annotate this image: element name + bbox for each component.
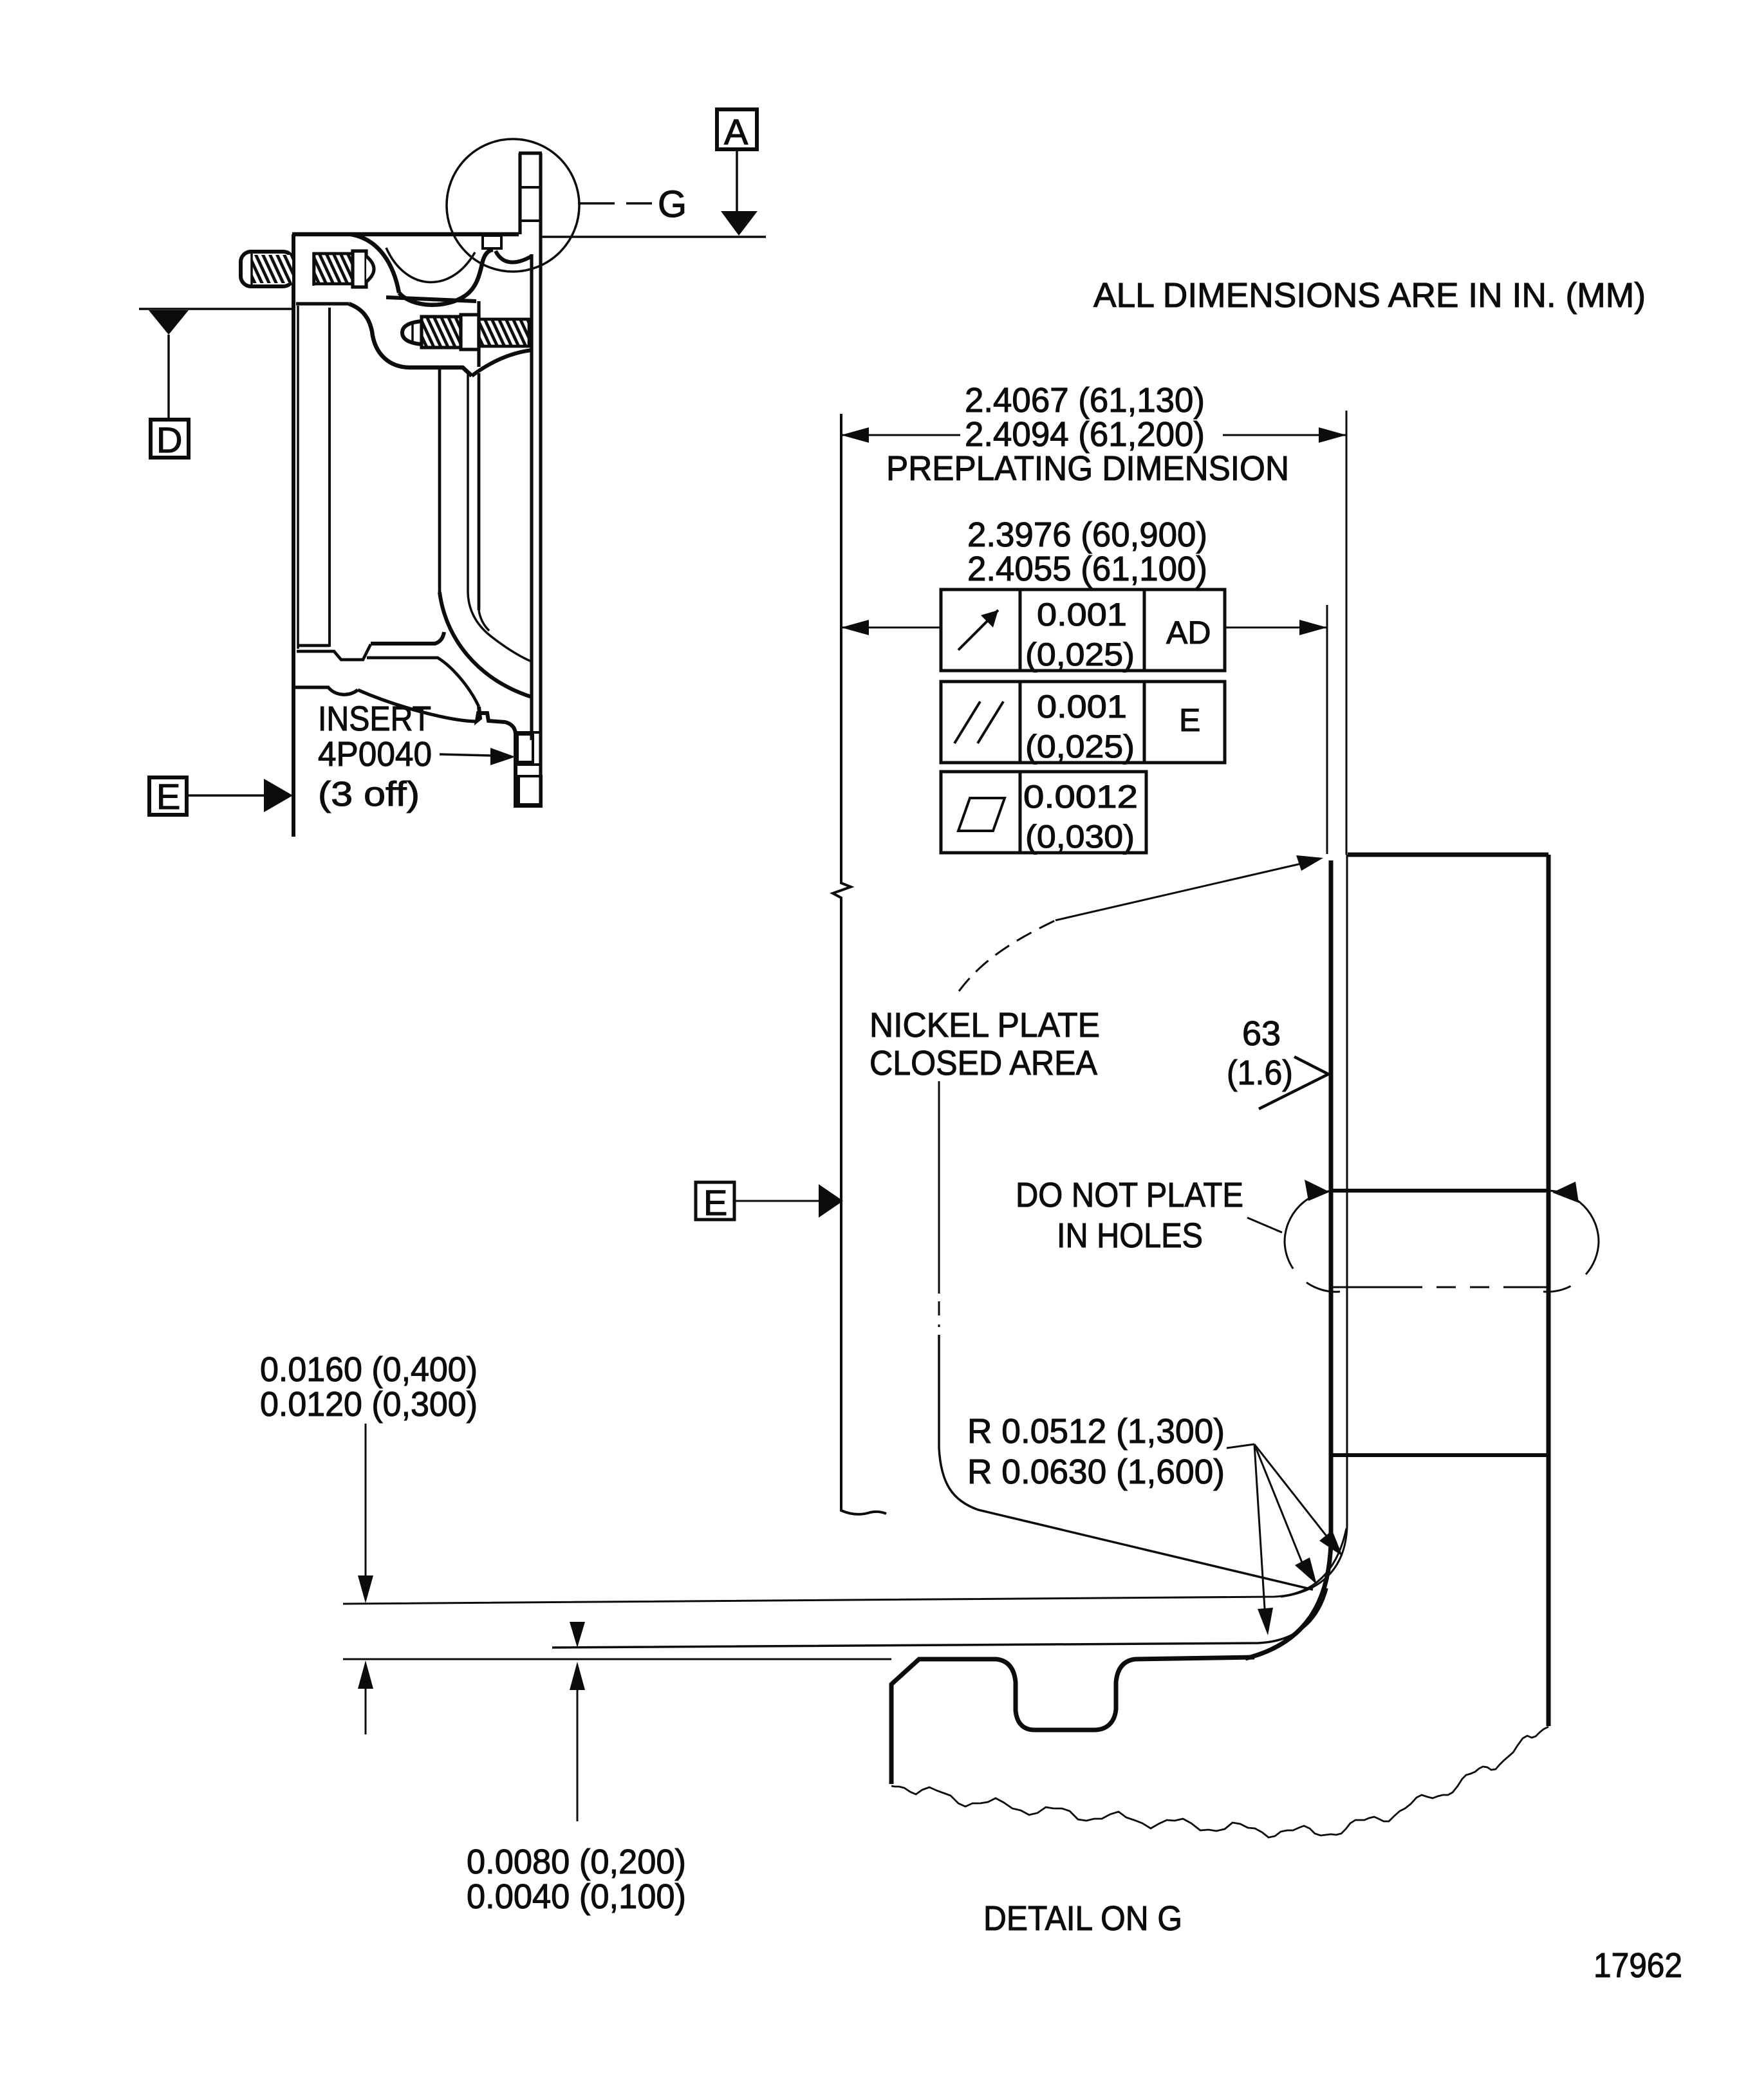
svg-text:2.3976 (60,900): 2.3976 (60,900) xyxy=(967,516,1207,554)
svg-text:2.4067 (61,130): 2.4067 (61,130) xyxy=(965,381,1205,420)
svg-text:A: A xyxy=(724,111,748,152)
svg-text:IN HOLES: IN HOLES xyxy=(1057,1216,1203,1255)
svg-text:INSERT: INSERT xyxy=(318,700,431,738)
svg-text:2.4055 (61,100): 2.4055 (61,100) xyxy=(967,550,1207,588)
svg-text:D: D xyxy=(156,420,182,460)
svg-text:G: G xyxy=(658,183,687,225)
svg-text:E: E xyxy=(1179,702,1200,738)
svg-text:DETAIL ON G: DETAIL ON G xyxy=(983,1899,1182,1938)
svg-text:E: E xyxy=(703,1182,727,1223)
svg-text:4P0040: 4P0040 xyxy=(318,735,432,774)
svg-text:R 0.0630 (1,600): R 0.0630 (1,600) xyxy=(967,1453,1225,1491)
svg-text:(1.6): (1.6) xyxy=(1227,1054,1293,1092)
svg-text:CLOSED AREA: CLOSED AREA xyxy=(869,1044,1097,1083)
svg-text:PREPLATING DIMENSION: PREPLATING DIMENSION xyxy=(886,449,1289,488)
svg-text:0.0012: 0.0012 xyxy=(1023,779,1138,815)
svg-text:17962: 17962 xyxy=(1594,1946,1682,1985)
svg-text:(0,030): (0,030) xyxy=(1025,819,1135,855)
svg-text:E: E xyxy=(156,776,180,817)
svg-text:0.0160 (0,400): 0.0160 (0,400) xyxy=(260,1350,478,1389)
svg-text:0.001: 0.001 xyxy=(1037,689,1127,725)
svg-text:(0,025): (0,025) xyxy=(1025,637,1135,673)
svg-text:63: 63 xyxy=(1242,1014,1281,1053)
svg-text:0.0080 (0,200): 0.0080 (0,200) xyxy=(467,1843,686,1881)
svg-text:0.0040 (0,100): 0.0040 (0,100) xyxy=(467,1877,686,1916)
svg-text:(0,025): (0,025) xyxy=(1025,729,1135,765)
svg-text:(3 off): (3 off) xyxy=(318,775,420,813)
svg-text:R 0.0512 (1,300): R 0.0512 (1,300) xyxy=(967,1412,1225,1451)
svg-text:0.0120 (0,300): 0.0120 (0,300) xyxy=(260,1385,478,1424)
svg-text:ALL DIMENSIONS ARE IN IN. (MM): ALL DIMENSIONS ARE IN IN. (MM) xyxy=(1093,276,1646,315)
svg-text:NICKEL PLATE: NICKEL PLATE xyxy=(869,1006,1100,1045)
svg-text:2.4094 (61,200): 2.4094 (61,200) xyxy=(965,415,1205,454)
svg-text:AD: AD xyxy=(1166,615,1211,651)
svg-text:DO NOT PLATE: DO NOT PLATE xyxy=(1016,1176,1243,1214)
svg-text:0.001: 0.001 xyxy=(1037,597,1127,633)
